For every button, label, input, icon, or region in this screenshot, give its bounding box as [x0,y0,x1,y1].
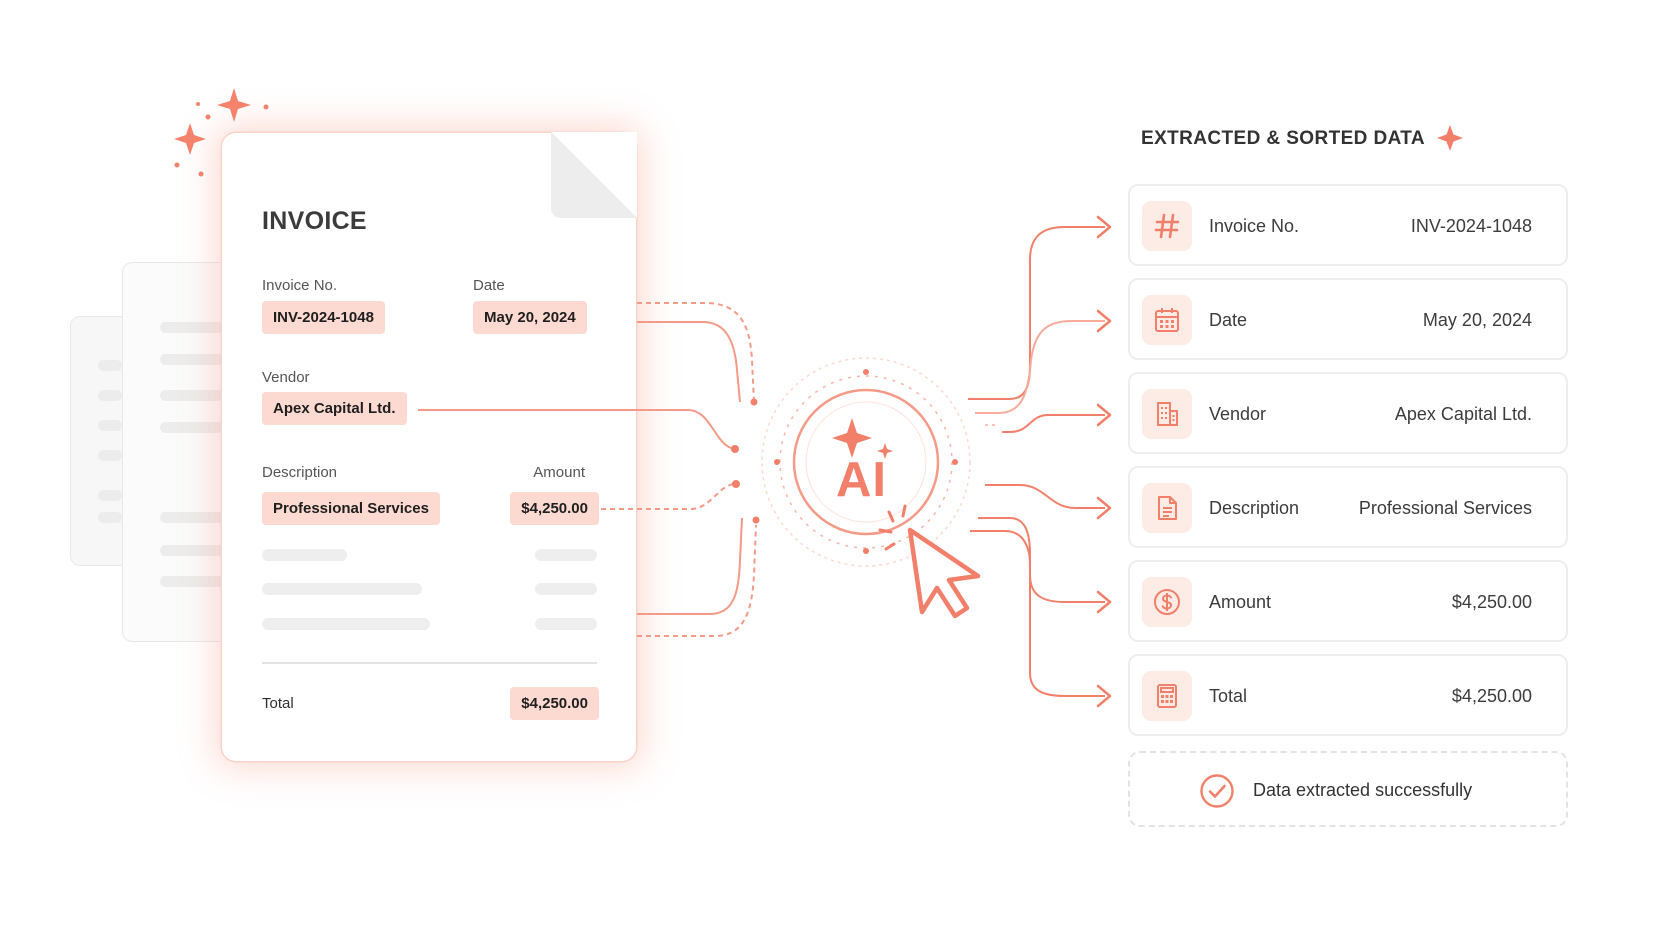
placeholder-line [262,549,347,561]
data-row-date: Date May 20, 2024 [1128,278,1568,360]
connector-line [637,321,741,403]
row-value: INV-2024-1048 [1410,216,1532,236]
vendor-chip: Apex Capital Ltd. [262,392,407,425]
amount-chip: $4,250.00 [510,492,599,525]
connector-line [985,484,1105,509]
row-label: Amount [1209,592,1272,612]
invoice-divider [262,662,597,664]
description-chip: Professional Services [262,492,440,525]
document-corner-fold [551,132,637,218]
input-connectors [418,302,757,637]
arrowheads [1096,215,1112,708]
connector-line [637,517,743,615]
sparkle-icon [1437,125,1463,151]
date-chip: May 20, 2024 [473,301,587,334]
amount-label: Amount [533,464,585,481]
cursor-icon [878,504,981,619]
calculator-icon [1142,671,1192,721]
data-row-amount: Amount $4,250.00 [1128,560,1568,642]
vendor-label: Vendor [262,369,310,386]
data-row-description: Description Professional Services [1128,466,1568,548]
placeholder-line [262,583,422,595]
sparkle-icon [174,88,269,177]
connector-line [637,302,755,403]
hash-icon [1142,201,1192,251]
success-banner: Data extracted successfully [1128,751,1568,827]
connector-line [601,483,737,510]
invoice-no-chip: INV-2024-1048 [262,301,385,334]
invoice-no-label: Invoice No. [262,277,338,294]
date-label: Date [473,277,505,294]
placeholder-line [535,549,597,561]
connector-line [970,530,1105,697]
calendar-icon [1142,295,1192,345]
total-chip: $4,250.00 [510,687,599,720]
ai-sparkle-icon [832,418,893,459]
row-value: Professional Services [1358,498,1532,518]
connector-line [418,409,737,450]
row-label: Date [1209,310,1248,330]
ai-label: AI [836,453,887,507]
panel-title: EXTRACTED & SORTED DATA [1141,128,1425,149]
connector-line [975,320,1105,414]
row-value: $4,250.00 [1451,686,1532,706]
row-value: May 20, 2024 [1422,310,1532,330]
row-value: Apex Capital Ltd. [1394,404,1532,424]
ai-hub [761,357,971,567]
connector-line [1002,414,1105,433]
description-label: Description [262,464,338,481]
dollar-icon [1142,577,1192,627]
data-row-vendor: Vendor Apex Capital Ltd. [1128,372,1568,454]
row-label: Invoice No. [1209,216,1300,236]
data-row-invoice-no: Invoice No. INV-2024-1048 [1128,184,1568,266]
invoice-title: INVOICE [262,207,367,235]
row-value: $4,250.00 [1451,592,1532,612]
data-row-total: Total $4,250.00 [1128,654,1568,736]
total-label: Total [262,695,294,712]
placeholder-line [262,618,430,630]
placeholder-line [535,583,597,595]
success-message: Data extracted successfully [1253,780,1473,800]
check-circle-icon [1200,774,1234,808]
output-connectors [968,226,1105,697]
placeholder-line [535,618,597,630]
document-icon [1142,483,1192,533]
row-label: Total [1209,686,1248,706]
connector-line [968,226,1105,400]
invoice-document: INVOICE Invoice No. INV-2024-1048 Date M… [222,132,637,761]
building-icon [1142,389,1192,439]
row-label: Vendor [1209,404,1267,424]
row-label: Description [1209,498,1300,518]
connector-line [637,524,757,637]
connector-dots [731,398,760,524]
